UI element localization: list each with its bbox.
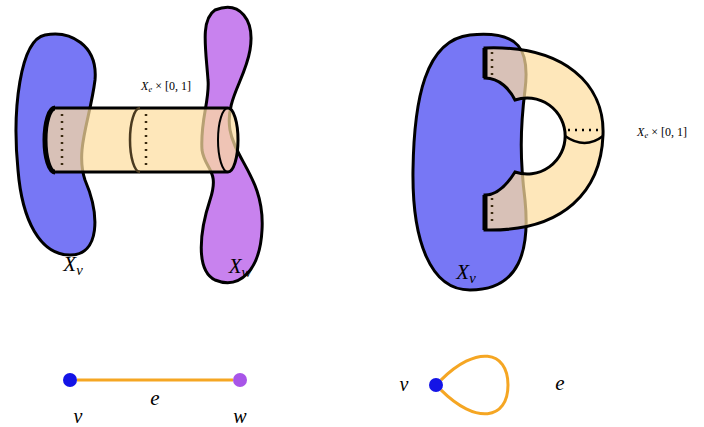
- tube-ring: [565, 136, 603, 143]
- vertex-label: w: [233, 406, 246, 426]
- tube-end: [483, 48, 488, 230]
- graph-vertex: v: [429, 378, 443, 392]
- math-symbol: X: [229, 254, 242, 278]
- math-symbol: X: [63, 252, 76, 276]
- edge-label: e: [555, 373, 564, 394]
- math-symbol: X: [141, 79, 148, 93]
- edge-tube: [485, 48, 603, 230]
- math-symbol: e: [150, 386, 159, 410]
- vertex-label: v: [400, 374, 409, 394]
- edge-label: e: [150, 388, 159, 409]
- space-label: Xv: [456, 262, 475, 283]
- math-subscript: e: [644, 131, 648, 140]
- vertex-label: v: [74, 406, 83, 426]
- math-symbol: v: [400, 373, 409, 395]
- cylinder-end: [45, 108, 55, 172]
- math-symbol: X: [456, 260, 469, 284]
- space-label: Xw: [229, 256, 252, 277]
- tube-ring-hidden: [568, 129, 600, 132]
- math-symbol: w: [233, 405, 246, 427]
- graph-edge: [441, 356, 508, 414]
- cylinder-end: [218, 108, 228, 172]
- graph-edge: [77, 379, 233, 382]
- cylinder-ring: [130, 108, 140, 172]
- math-subscript: v: [76, 261, 83, 277]
- cylinder-ring-hidden: [62, 114, 146, 166]
- edge-cylinder: [45, 108, 238, 172]
- graph-vertex: v: [63, 373, 77, 387]
- math-subscript: v: [469, 269, 476, 285]
- math-symbol: X: [637, 125, 644, 139]
- space-label: Xe × [0, 1]: [141, 80, 191, 92]
- math-rest: × [0, 1]: [152, 79, 191, 93]
- math-subscript: w: [242, 263, 252, 279]
- tube-end-hidden: [491, 52, 494, 226]
- space-label: Xe × [0, 1]: [637, 126, 687, 138]
- space-label: Xv: [63, 254, 82, 275]
- math-symbol: e: [555, 371, 564, 395]
- math-rest: × [0, 1]: [648, 125, 687, 139]
- math-symbol: v: [74, 405, 83, 427]
- graph-vertex: w: [233, 373, 247, 387]
- math-subscript: e: [148, 85, 152, 94]
